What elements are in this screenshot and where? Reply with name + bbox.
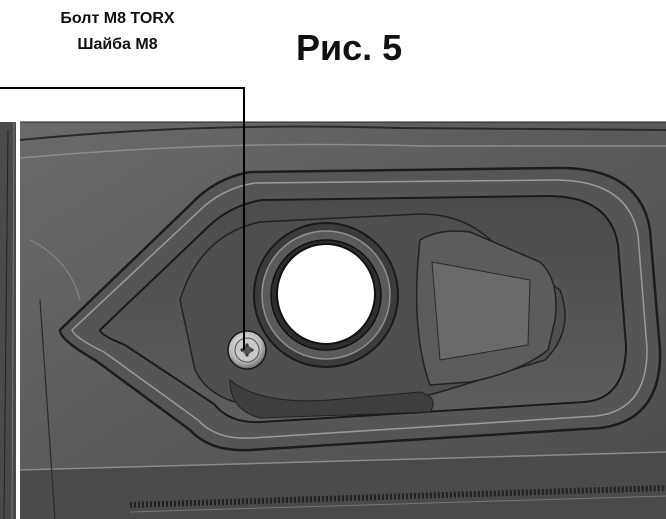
callout-label: Болт М8 TORX Шайба М8	[20, 6, 215, 58]
callout-washer-text: Шайба М8	[77, 36, 158, 53]
bumper-panel	[20, 122, 666, 519]
callout-bolt-text: Болт М8 TORX	[60, 10, 175, 27]
callout-leader-line	[0, 87, 245, 350]
figure-title: Рис. 5	[296, 27, 403, 68]
left-panel-strip	[0, 121, 16, 519]
torx-bolt-icon	[227, 330, 267, 370]
lamp-opening	[276, 243, 376, 345]
